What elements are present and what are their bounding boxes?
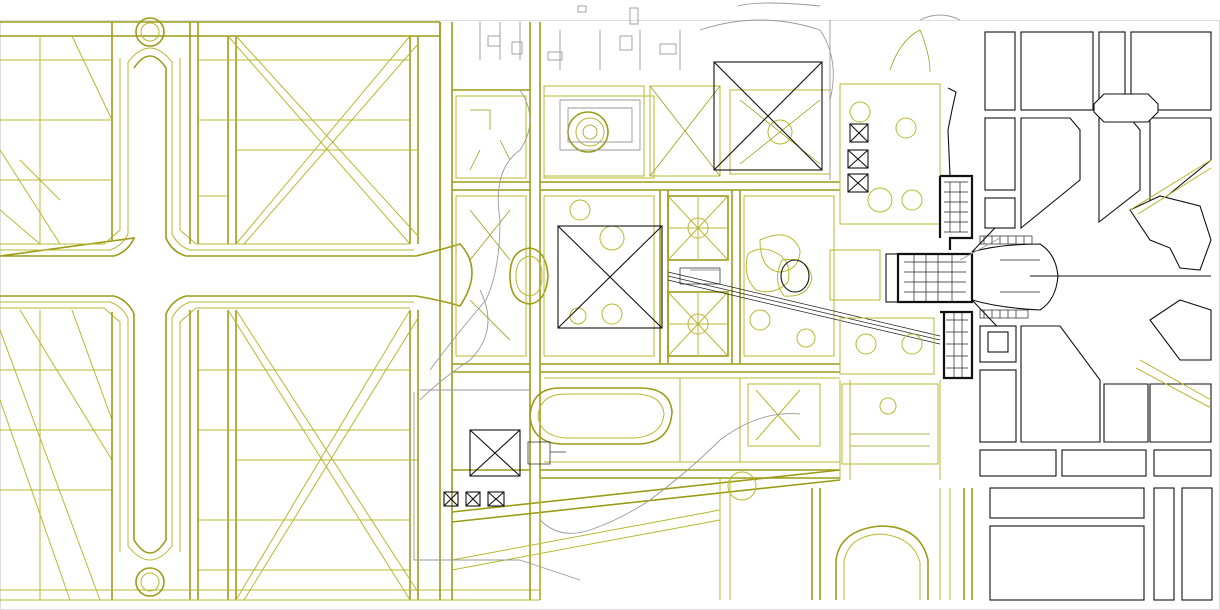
latona-basin bbox=[509, 247, 549, 305]
latona-fountain bbox=[780, 259, 810, 293]
park-avenues bbox=[0, 21, 540, 601]
west-park-gardens bbox=[0, 17, 540, 601]
south-avenues bbox=[451, 469, 841, 600]
north-town-blocks bbox=[413, 5, 834, 581]
potager-du-roi bbox=[811, 380, 973, 600]
rond-points bbox=[135, 17, 165, 597]
palace-gardens bbox=[829, 29, 941, 465]
east-town-blocks bbox=[979, 31, 1213, 601]
bosquets-north bbox=[455, 95, 655, 357]
north-parterres bbox=[543, 85, 831, 177]
chateau bbox=[885, 87, 1033, 380]
latona-parterre bbox=[745, 248, 790, 293]
crossed-boxes bbox=[443, 61, 869, 507]
central-gardens bbox=[439, 22, 941, 600]
survey-paths bbox=[429, 2, 1001, 534]
grand-axis-lines bbox=[667, 271, 941, 345]
orangerie-basin bbox=[529, 377, 840, 463]
